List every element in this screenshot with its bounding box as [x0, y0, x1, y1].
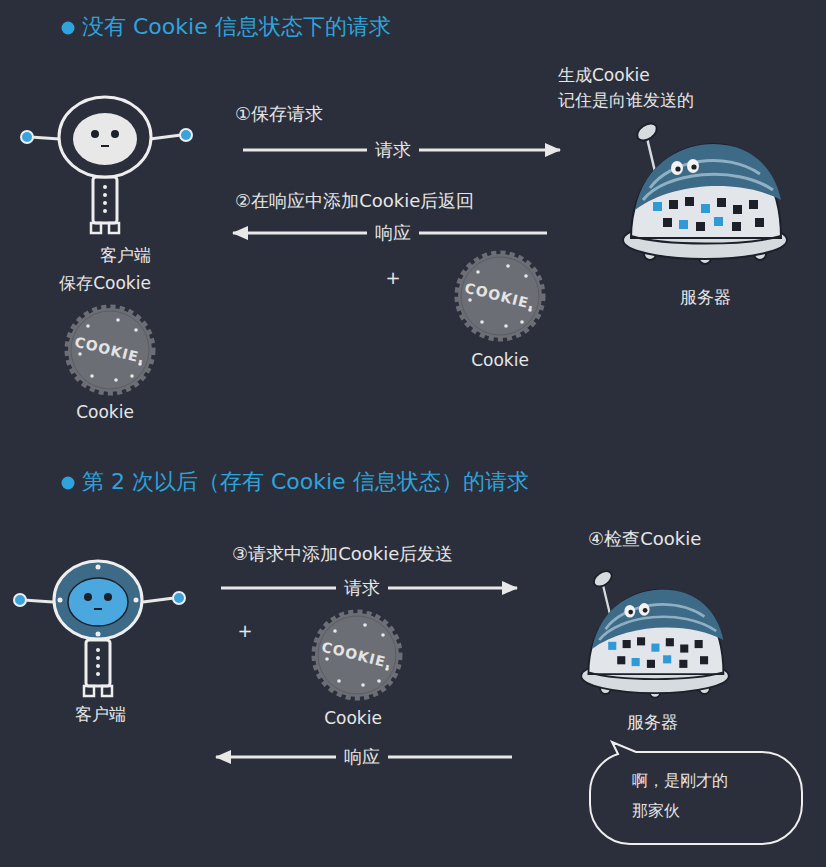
label-slot: 保存Cookie [59, 272, 151, 294]
note-label: ②在响应中添加Cookie后返回 [235, 189, 474, 212]
label-slot: COOKIE. [320, 638, 394, 673]
label-slot: 没有 Cookie 信息状态下的请求 [82, 12, 391, 41]
note-label: + [237, 619, 252, 642]
note-label: Cookie [324, 707, 382, 729]
arrow-label: 响应 [336, 746, 388, 768]
server-robot [623, 120, 787, 264]
label-slot: COOKIE. [463, 279, 537, 314]
section-title: 没有 Cookie 信息状态下的请求 [82, 12, 391, 41]
bubble-outline [588, 740, 804, 846]
node-label: 客户端 [12, 244, 238, 266]
label-slot: ④检查Cookie [588, 527, 701, 550]
label-slot: Cookie [324, 707, 382, 729]
speech-bubble: 啊，是刚才的 那家伙 [588, 740, 804, 846]
client-robot [14, 561, 185, 696]
illustration-part [68, 578, 128, 626]
illustration-part [58, 598, 63, 603]
label-slot: ③请求中添加Cookie后发送 [232, 542, 453, 565]
note-label: ①保存请求 [235, 102, 323, 125]
node-label: 服务器 [562, 711, 743, 733]
robot-node: 服务器 [562, 555, 743, 760]
note-label: 保存Cookie [59, 272, 151, 294]
illustration-part [134, 598, 139, 603]
illustration-part [96, 632, 101, 637]
bullet-dot [62, 477, 75, 490]
note-label: Cookie [471, 349, 529, 371]
cookie [458, 254, 542, 338]
illustration-part [111, 130, 119, 138]
label-slot: 第 2 次以后（存有 Cookie 信息状态）的请求 [82, 467, 529, 496]
note-label: Cookie [76, 401, 134, 423]
note-label: 生成Cookie 记住是向谁发送的 [558, 63, 738, 113]
note-label: ③请求中添加Cookie后发送 [232, 542, 453, 565]
label-slot: ①保存请求 [235, 102, 323, 125]
cookie-inscription: COOKIE. [463, 279, 537, 314]
illustration-part [96, 565, 101, 570]
label-slot: 生成Cookie 记住是向谁发送的 [558, 63, 738, 113]
note-label: ④检查Cookie [588, 527, 701, 550]
label-slot: ②在响应中添加Cookie后返回 [235, 189, 474, 212]
label-slot: COOKIE. [73, 333, 147, 368]
client-robot [21, 97, 192, 233]
label-slot: Cookie [471, 349, 529, 371]
bubble-text: 啊，是刚才的 那家伙 [632, 766, 744, 826]
illustration-part [94, 608, 102, 610]
label-slot: + [237, 619, 252, 642]
node-label: 服务器 [592, 286, 818, 308]
illustration-part [73, 113, 137, 165]
arrow-label: 响应 [367, 222, 419, 244]
illustration-part [84, 593, 92, 601]
robot-node: 客户端 [12, 95, 238, 275]
robot-node: 服务器 [592, 115, 818, 315]
server-robot [581, 568, 729, 698]
cookie-inscription: COOKIE. [73, 333, 147, 368]
node-label: 客户端 [0, 703, 203, 725]
robot-node: 客户端 [0, 555, 203, 760]
bubble-outline [590, 742, 802, 844]
illustration-part [54, 561, 142, 639]
cookie [68, 308, 152, 392]
illustration-part [91, 130, 99, 138]
cookie-inscription: COOKIE. [320, 638, 394, 673]
cookie [315, 613, 399, 697]
label-slot: Cookie [76, 401, 134, 423]
illustration-part [59, 97, 151, 177]
note-label: + [385, 266, 400, 289]
illustration-part [104, 593, 112, 601]
arrow-label: 请求 [336, 577, 388, 599]
bullet-dot [62, 22, 75, 35]
label-slot: + [385, 266, 400, 289]
illustration-part [101, 145, 109, 147]
section-title: 第 2 次以后（存有 Cookie 信息状态）的请求 [82, 467, 529, 496]
arrow-label: 请求 [367, 139, 419, 161]
